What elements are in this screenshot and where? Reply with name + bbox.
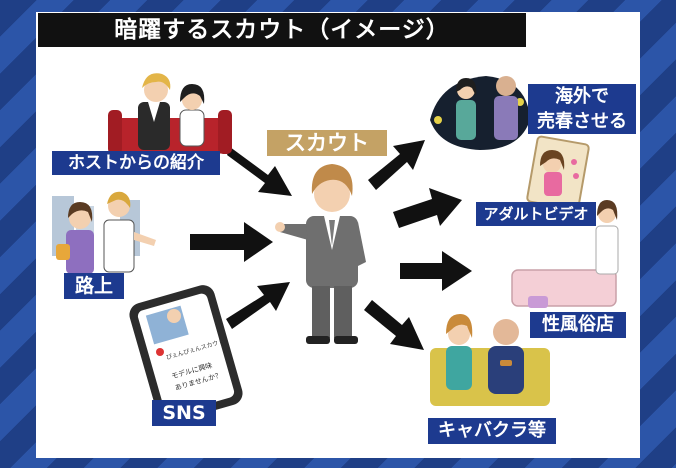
- scout-label: スカウト: [267, 130, 387, 156]
- street-illustration: [52, 191, 156, 274]
- arrow-scout-to-overseas: [368, 140, 425, 190]
- arrow-street-to-scout: [190, 222, 273, 262]
- dest-label-av: アダルトビデオ: [476, 202, 596, 226]
- source-label-host: ホストからの紹介: [52, 151, 220, 175]
- dest-label-fuzoku: 性風俗店: [530, 312, 626, 338]
- source-label-sns: SNS: [152, 400, 216, 426]
- dest-label-overseas: 海外で 売春させる: [528, 84, 636, 134]
- arrow-scout-to-cabaret: [364, 300, 424, 350]
- cabaret-illustration: [430, 314, 550, 406]
- arrow-sns-to-scout: [226, 282, 290, 329]
- arrow-scout-to-av: [393, 188, 462, 228]
- page-title: 暗躍するスカウト（イメージ）: [38, 13, 526, 47]
- source-label-street: 路上: [64, 273, 124, 299]
- fuzoku-illustration: [511, 200, 619, 308]
- dest-label-overseas-line1: 海外で: [555, 86, 609, 107]
- av-illustration: [526, 135, 590, 211]
- dest-label-overseas-line2: 売春させる: [537, 111, 627, 132]
- flow-arrows: [190, 140, 472, 350]
- sns-phone: ぴぇんぴぇんスカウト モデルに興味 ありませんか？: [129, 285, 243, 423]
- arrow-scout-to-fuzoku: [400, 251, 472, 291]
- scout-figure: [275, 164, 366, 344]
- dest-label-cabaret: キャバクラ等: [428, 418, 556, 444]
- host-illustration: [108, 73, 232, 154]
- overseas-illustration: [430, 76, 530, 150]
- arrow-host-to-scout: [227, 147, 292, 196]
